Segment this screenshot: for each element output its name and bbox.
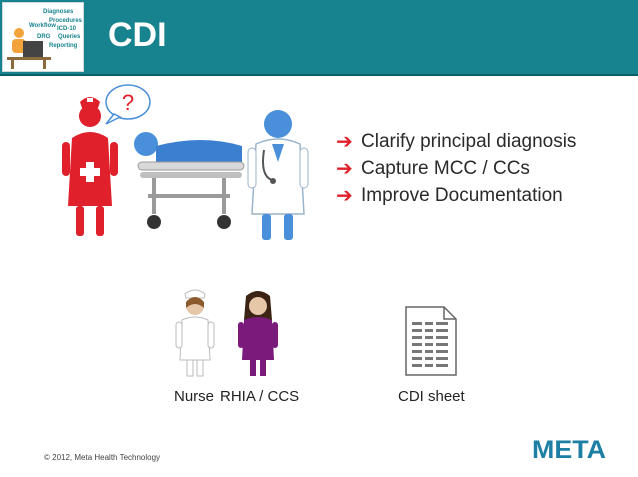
nurse-caption: Nurse — [174, 388, 215, 405]
patient-on-stretcher-icon — [134, 132, 245, 229]
question-bubble-icon: ? — [105, 84, 151, 125]
logo-word-workflow: Workflow — [29, 23, 56, 29]
cdi-sheet-caption: CDI sheet — [398, 388, 465, 405]
nurse-icon — [62, 97, 118, 236]
logo-word-drg: DRG — [37, 34, 51, 40]
nurse-staff-icon — [175, 289, 215, 377]
logo-word-icd10: ICD-10 — [57, 26, 77, 32]
cdi-goals-list: ➔ Clarify principal diagnosis ➔ Capture … — [336, 128, 576, 209]
meta-brand-logo: META — [532, 437, 606, 461]
question-mark: ? — [122, 90, 134, 115]
goal-capture-mcc: Capture MCC / CCs — [361, 157, 530, 179]
page-title: CDI — [108, 16, 167, 54]
logo-word-reporting: Reporting — [49, 43, 78, 49]
cdi-sheet-icon — [405, 306, 457, 376]
goal-improve-documentation: Improve Documentation — [361, 184, 563, 206]
logo-word-queries: Queries — [58, 34, 81, 40]
logo-word-procedures: Procedures — [49, 18, 83, 24]
logo-word-diagnoses: Diagnoses — [43, 9, 74, 15]
meta-logo-text: META — [532, 437, 606, 461]
list-item: ➔ Improve Documentation — [336, 182, 576, 209]
cdi-scene-illustration: ? — [62, 84, 309, 240]
staff-illustration — [175, 289, 278, 377]
arrow-right-icon: ➔ — [336, 131, 353, 153]
logo-graphic: Diagnoses Procedures Workflow ICD-10 DRG… — [7, 9, 83, 69]
arrow-right-icon: ➔ — [336, 158, 353, 180]
app-logo: Diagnoses Procedures Workflow ICD-10 DRG… — [2, 2, 84, 72]
doctor-icon — [247, 110, 309, 240]
copyright-footer: © 2012, Meta Health Technology — [44, 453, 161, 462]
rhia-staff-icon — [238, 291, 278, 376]
person-at-desk-icon — [7, 28, 51, 69]
goal-clarify-diagnosis: Clarify principal diagnosis — [361, 130, 577, 152]
arrow-right-icon: ➔ — [336, 185, 353, 207]
rhia-caption: RHIA / CCS — [220, 388, 300, 405]
list-item: ➔ Capture MCC / CCs — [336, 155, 576, 182]
list-item: ➔ Clarify principal diagnosis — [336, 128, 576, 155]
header-bar: Diagnoses Procedures Workflow ICD-10 DRG… — [0, 0, 638, 76]
